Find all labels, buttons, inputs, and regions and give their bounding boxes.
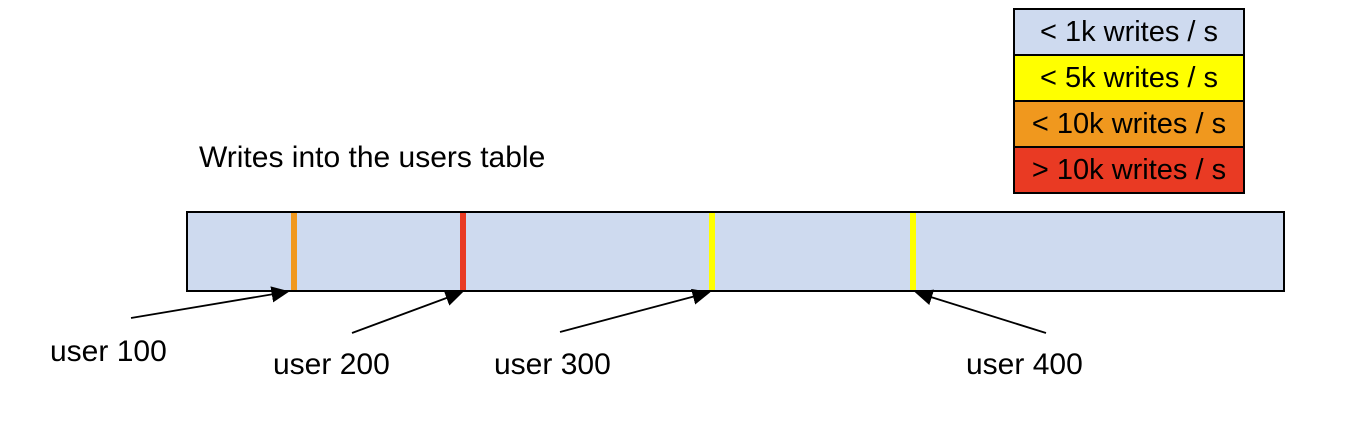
users-table-bar bbox=[186, 211, 1285, 292]
label-user-400: user 400 bbox=[966, 348, 1083, 381]
legend-row-lt-1k: < 1k writes / s bbox=[1013, 8, 1245, 56]
marker-user-100 bbox=[291, 213, 297, 290]
arrow-user-200 bbox=[351, 290, 464, 334]
arrow-user-400 bbox=[914, 289, 1047, 334]
arrow-user-300 bbox=[559, 288, 711, 333]
diagram-title: Writes into the users table bbox=[199, 141, 546, 174]
marker-user-400 bbox=[910, 213, 916, 290]
legend-row-gt-10k: > 10k writes / s bbox=[1013, 146, 1245, 194]
label-user-200: user 200 bbox=[273, 348, 390, 381]
label-user-100: user 100 bbox=[50, 335, 167, 368]
legend-row-lt-5k: < 5k writes / s bbox=[1013, 54, 1245, 102]
label-user-300: user 300 bbox=[494, 348, 611, 381]
marker-user-300 bbox=[709, 213, 715, 290]
marker-user-200 bbox=[460, 213, 466, 290]
write-rate-legend: < 1k writes / s < 5k writes / s < 10k wr… bbox=[1013, 8, 1245, 194]
arrow-user-100 bbox=[130, 286, 290, 319]
legend-row-lt-10k: < 10k writes / s bbox=[1013, 100, 1245, 148]
